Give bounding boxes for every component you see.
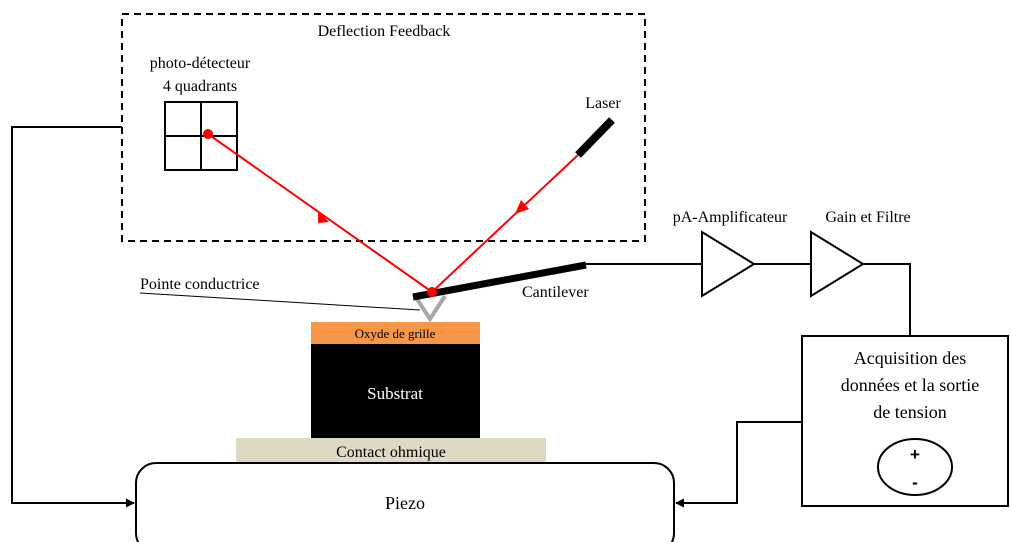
photodetector-label-line1: photo-détecteur [150, 55, 251, 72]
laser-label: Laser [585, 95, 621, 112]
voltage-minus-sign: - [912, 473, 918, 492]
beam-spot-detector [203, 129, 213, 139]
voltage-source [877, 438, 953, 496]
gate-oxide-label: Oxyde de grille [355, 326, 436, 341]
cantilever-beam [412, 261, 587, 301]
amplifier-label: pA-Amplificateur [673, 209, 788, 226]
voltage-plus-sign: + [910, 445, 920, 464]
photodetector-quadrants [164, 101, 238, 171]
tip-pointer-line [139, 292, 421, 311]
piezo-block [135, 462, 675, 542]
conductive-tip [413, 294, 447, 323]
substrate-label: Substrat [367, 384, 423, 403]
laser-source [575, 117, 615, 158]
wire-gain-to-acquisition [863, 263, 911, 336]
laser-beam [203, 129, 579, 293]
acquisition-label-line3: de tension [873, 402, 947, 422]
piezo-label: Piezo [385, 493, 425, 513]
ohmic-contact-label: Contact ohmique [336, 444, 446, 461]
substrate-layer [311, 344, 480, 438]
deflection-feedback-title: Deflection Feedback [318, 23, 451, 40]
gate-oxide-layer [311, 322, 480, 344]
pa-amplifier [701, 230, 756, 298]
wire-detector-feedback-to-piezo [11, 126, 135, 508]
photodetector-label-line2: 4 quadrants [163, 78, 237, 95]
beam-spot-cantilever [427, 287, 437, 297]
gain-filter-label: Gain et Filtre [825, 209, 910, 226]
gain-filter-amplifier [810, 230, 865, 298]
cantilever-label: Cantilever [522, 284, 589, 301]
acquisition-label-line1: Acquisition des [854, 348, 967, 368]
beam-arrow-reflected [318, 211, 329, 223]
ohmic-contact-layer [236, 438, 546, 465]
beam-arrow-incident [515, 200, 529, 214]
acquisition-label-line2: données et la sortie [841, 375, 979, 395]
tip-label: Pointe conductrice [140, 276, 260, 293]
wire-acquisition-to-piezo [675, 421, 802, 508]
